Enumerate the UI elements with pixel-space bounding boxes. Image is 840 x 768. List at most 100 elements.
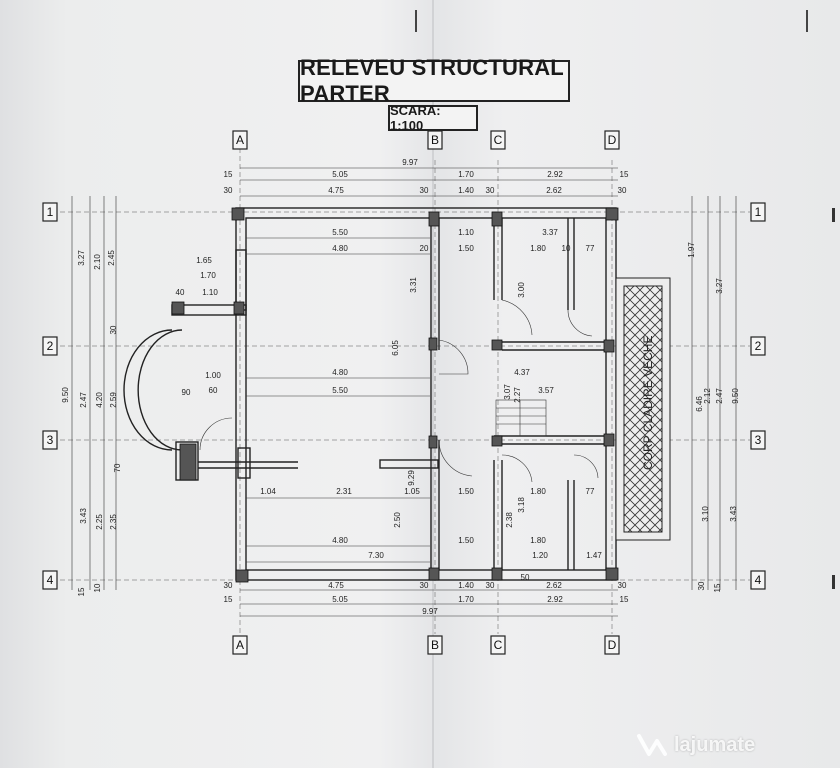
axis-bubble-1 <box>750 202 766 222</box>
dimension-label: 2.12 <box>703 388 712 404</box>
dimension-label: 2.25 <box>95 514 104 530</box>
edge-mark <box>415 10 417 32</box>
dimension-label: 1.04 <box>260 487 276 496</box>
dimension-label: 4.75 <box>328 186 344 195</box>
dimension-label: 2.10 <box>93 254 102 270</box>
dimension-label: 30 <box>618 581 627 590</box>
dimension-label: 1.47 <box>586 551 602 560</box>
dimension-label: 1.40 <box>458 581 474 590</box>
edge-mark <box>832 208 835 222</box>
axis-label: A <box>236 638 244 652</box>
dimension-label: 1.80 <box>530 244 546 253</box>
axis-label: C <box>494 133 503 147</box>
dimension-label: 2.92 <box>547 170 563 179</box>
dimension-label: 5.50 <box>332 228 348 237</box>
axis-label: B <box>431 133 439 147</box>
dimension-label: 15 <box>713 583 722 592</box>
dimension-label: 3.27 <box>77 250 86 266</box>
dimension-label: 10 <box>93 583 102 592</box>
grid-lines <box>60 148 750 634</box>
axis-bubble-A <box>232 635 248 655</box>
axis-label: 1 <box>47 205 54 219</box>
dimension-label: 1.70 <box>458 170 474 179</box>
dimension-label: 70 <box>113 463 122 472</box>
dimension-label: 60 <box>209 386 218 395</box>
dimension-label: 4.20 <box>95 392 104 408</box>
dimension-label: 30 <box>224 581 233 590</box>
dimension-label: 15 <box>224 170 233 179</box>
axis-label: B <box>431 638 439 652</box>
watermark-logo-icon <box>637 734 667 756</box>
dimension-label: 30 <box>420 581 429 590</box>
old-building-hatch <box>623 285 663 533</box>
dimension-label: 5.05 <box>332 595 348 604</box>
dimension-label: 1.10 <box>458 228 474 237</box>
axis-label: A <box>236 133 244 147</box>
axis-label: D <box>608 133 617 147</box>
dimension-label: 15 <box>224 595 233 604</box>
structural-columns <box>171 207 619 583</box>
dimension-label: 5.05 <box>332 170 348 179</box>
top-dimension-lines <box>240 167 618 563</box>
dimension-label: 3.43 <box>729 506 738 522</box>
dimension-label: 9.50 <box>61 387 70 403</box>
side-dimension-lines <box>71 196 737 590</box>
dimension-label: 90 <box>182 388 191 397</box>
dimension-label: 30 <box>224 186 233 195</box>
dimension-label: 2.47 <box>79 392 88 408</box>
dimension-label: 1.80 <box>530 487 546 496</box>
dimension-label: 3.00 <box>517 282 526 298</box>
dimension-label: 2.59 <box>109 392 118 408</box>
dimension-label: 9.97 <box>422 607 438 616</box>
edge-mark <box>806 10 808 32</box>
dimension-label: 30 <box>420 186 429 195</box>
dimension-label: 10 <box>562 244 571 253</box>
dimension-label: 3.10 <box>701 506 710 522</box>
dimension-label: 2.62 <box>546 186 562 195</box>
axis-label: D <box>608 638 617 652</box>
dimension-label: 4.37 <box>514 368 530 377</box>
dimension-label: 3.43 <box>79 508 88 524</box>
edge-mark <box>832 575 835 589</box>
dimension-label: 1.10 <box>202 288 218 297</box>
axis-bubble-A <box>232 130 248 150</box>
dimension-label: 4.80 <box>332 536 348 545</box>
dimension-label: 1.97 <box>687 242 696 258</box>
dimension-label: 50 <box>521 573 530 582</box>
axis-bubble-2 <box>42 336 58 356</box>
drawing-scale-text: SCARA: 1:100 <box>390 103 441 133</box>
dimension-label: 30 <box>618 186 627 195</box>
watermark-text: lajumate <box>674 733 756 756</box>
dimension-label: 2.31 <box>336 487 352 496</box>
watermark: lajumate <box>636 725 836 765</box>
dimension-label: 77 <box>586 244 595 253</box>
axis-bubble-D <box>604 635 620 655</box>
dimension-label: 30 <box>109 325 118 334</box>
dimension-label: 1.20 <box>532 551 548 560</box>
dimension-label: 2.27 <box>513 387 522 403</box>
dimension-label: 2.45 <box>107 250 116 266</box>
dimension-label: 3.31 <box>409 277 418 293</box>
dimension-label: 6.46 <box>695 396 704 412</box>
dimension-label: 9.97 <box>402 158 418 167</box>
dimension-label: 6.05 <box>391 340 400 356</box>
axis-bubble-B <box>427 635 443 655</box>
dimension-label: 77 <box>586 487 595 496</box>
dimension-label: 3.57 <box>538 386 554 395</box>
dimension-label: 3.27 <box>715 278 724 294</box>
axis-bubble-3 <box>750 430 766 450</box>
dimension-label: 20 <box>420 244 429 253</box>
dimension-label: 15 <box>620 170 629 179</box>
dimension-label: 3.18 <box>517 497 526 513</box>
dimension-label: 30 <box>697 581 706 590</box>
axis-bubble-1 <box>42 202 58 222</box>
dimension-label: 1.40 <box>458 186 474 195</box>
dimension-label: 1.50 <box>458 536 474 545</box>
dimension-label: 3.37 <box>542 228 558 237</box>
dimension-label: 2.92 <box>547 595 563 604</box>
dimension-labels: 9.97 15 5.05 1.70 2.92 15 30 4.75 30 1.40 30 2.62 30… <box>61 158 740 616</box>
dimension-label: 30 <box>486 186 495 195</box>
axis-label: 3 <box>755 433 762 447</box>
